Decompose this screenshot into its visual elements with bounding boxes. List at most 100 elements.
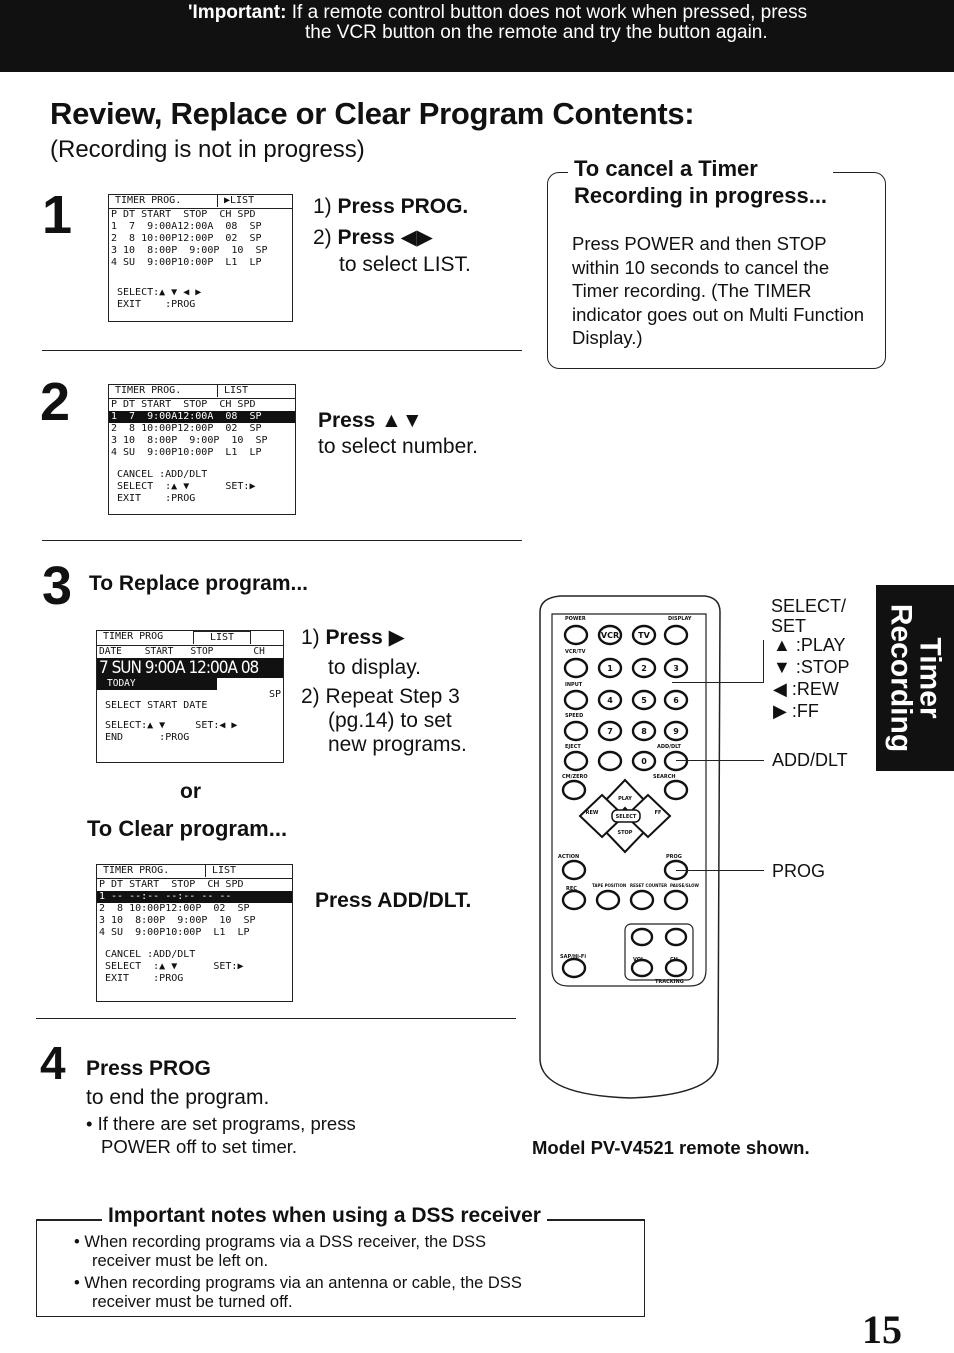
action-label: ACTION [558,854,579,860]
step-4-instruction-text: to end the program. [86,1086,270,1109]
osd-row-selected: 1 7 9:00A12:00A 08 SP [109,411,295,423]
digit-3: 3 [673,664,679,673]
osd-row: 1 7 9:00A12:00A 08 SP [111,221,262,232]
step-1-instruction-2-text: to select LIST. [339,253,471,276]
dss-note-2-line1: • When recording programs via an antenna… [74,1274,522,1292]
or-text: or [180,780,201,803]
digit-4: 4 [607,696,613,705]
step-2-instruction: Press ▲▼ [318,409,423,432]
step-1-osd: TIMER PROG.▶LIST P DT START STOP CH SPD … [108,194,293,322]
osd-footer: EXIT :PROG [117,493,196,504]
step-1-instruction-2: 2) Press ◀▶ [313,226,433,249]
speed-label: SPEED [565,713,583,719]
step-1-number: 1 [42,185,73,245]
osd-row: 2 8 10:00P12:00P 02 SP [111,423,262,434]
saphifi-label: SAP/Hi-Fi [560,954,586,960]
osd-today: TODAY [97,678,217,690]
tape-position-label: TAPE POSITION [592,883,626,888]
stop-key-label: ▼ :STOP [773,657,850,677]
cmzero-label: CM/ZERO [562,774,588,780]
divider [42,540,522,541]
osd-footer: SELECT:▲ ▼ ◀ ▶ [117,287,202,298]
display-label: DISPLAY [668,616,692,622]
replace-instruction-1: 1) Press ▶ [301,626,405,649]
select-leader-line [672,682,764,683]
prog-key-label: PROG [772,861,826,881]
clear-heading: To Clear program... [87,816,288,841]
step-2-number: 2 [40,372,71,432]
osd-footer: CANCEL :ADD/DLT [105,949,196,960]
section-tab-label: Timer Recording [885,603,947,753]
dss-note-2-line2: receiver must be turned off. [92,1293,293,1311]
digit-9: 9 [673,727,679,736]
osd-footer: SELECT :▲ ▼ SET:▶ [105,961,244,972]
input-label: INPUT [565,682,583,688]
osd-row: P DT START STOP CH SPD [111,209,256,220]
osd-row: 4 SU 9:00P10:00P L1 LP [111,447,262,458]
cancel-timer-body: Press POWER and then STOP within 10 seco… [572,233,865,348]
osd-footer: END :PROG [105,732,190,743]
reset-counter-label: RESET COUNTER [630,883,667,888]
power-label: POWER [565,616,586,622]
osd-select-start: SELECT START DATE [105,700,208,711]
osd-row-cleared: 1 -- --:-- --:-- -- -- [97,891,292,903]
adddlt-label: ADD/DLT [657,744,682,750]
remote-caption: Model PV-V4521 remote shown. [532,1137,810,1158]
vcrtv-label: VCR/TV [565,649,586,655]
osd-header: TIMER PROG.LIST [109,385,295,399]
digit-8: 8 [641,727,647,736]
digit-5: 5 [641,696,647,705]
replace-instruction-2: 2) Repeat Step 3 [301,685,460,708]
digit-0: 0 [641,757,647,766]
step-4-note-line2: POWER off to set timer. [101,1136,298,1157]
osd-row: 3 10 8:00P 9:00P 10 SP [111,435,268,446]
vcr-label: VCR [601,631,619,640]
osd-cols: DATE START STOP CH [97,645,283,658]
clear-instruction: Press ADD/DLT. [315,889,472,912]
osd-footer: SELECT:▲ ▼ SET:◀ ▶ [105,720,238,731]
replace-heading: To Replace program... [89,572,308,595]
rew-label: REW [586,810,599,816]
divider [42,350,522,351]
play-label: PLAY [618,796,632,802]
osd-row: 4 SU 9:00P10:00P L1 LP [99,927,250,938]
osd-row: 2 8 10:00P12:00P 02 SP [111,233,262,244]
digit-6: 6 [673,696,679,705]
osd-row: 3 10 8:00P 9:00P 10 SP [99,915,256,926]
dss-notes-box [36,1219,645,1317]
page-subtitle: (Recording is not in progress) [50,136,365,163]
remote-control: POWER DISPLAY VCR/TV INPUT SPEED EJECT A… [539,595,721,1099]
osd-footer: SELECT :▲ ▼ SET:▶ [117,481,256,492]
step-4-instruction: Press PROG [86,1057,211,1080]
dss-notes-title: Important notes when using a DSS receive… [102,1204,547,1228]
osd-header: TIMER PROG.LIST [97,865,292,879]
osd-big-row: 7 SUN 9:00A 12:00A 08 [97,658,283,678]
tv-label: TV [638,631,650,640]
step-3-number: 3 [42,556,73,616]
replace-instruction-1-text: to display. [328,656,421,679]
replace-instruction-2-line2: (pg.14) to set [328,709,452,732]
osd-row: P DT START STOP CH SPD [111,399,256,410]
eject-label: EJECT [565,744,581,750]
prog-label: PROG [666,854,682,860]
page-number: 15 [862,1307,902,1352]
search-label: SEARCH [653,774,676,780]
banner-line-2: the VCR button on the remote and try the… [305,22,768,43]
osd-row: 2 8 10:00P12:00P 02 SP [99,903,250,914]
osd-footer: EXIT :PROG [105,973,184,984]
step-4-note-line1: • If there are set programs, press [86,1113,356,1134]
replace-instruction-2-line3: new programs. [328,733,467,756]
osd-row: 3 10 8:00P 9:00P 10 SP [111,245,268,256]
section-tab: Timer Recording [876,585,954,771]
top-banner: 'Important: If a remote control button d… [0,0,954,72]
osd-sp: SP [268,689,281,700]
set-label: SET [771,616,807,636]
osd-footer: EXIT :PROG [117,299,196,310]
digit-2: 2 [641,664,647,673]
ff-label: FF [655,810,662,816]
clear-osd: TIMER PROG.LIST P DT START STOP CH SPD 1… [96,864,293,1002]
tracking-label: TRACKING [655,979,684,985]
cancel-timer-title: To cancel a Timer Recording in progress.… [568,156,834,210]
ff-key-label: ▶ :FF [773,701,819,721]
